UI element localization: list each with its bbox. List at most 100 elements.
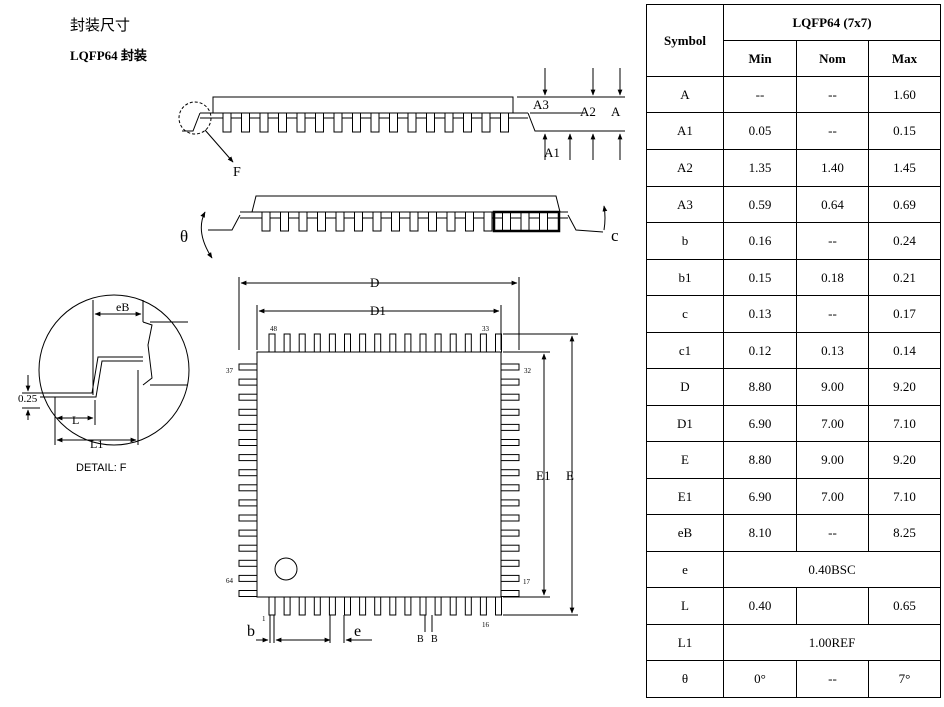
left-edge-lead [238,454,258,462]
front-lead [428,211,437,232]
side-lead [444,112,454,133]
symbol-cell: A3 [646,186,724,223]
symbol-cell: D [646,368,724,406]
max-cell: 1.60 [868,76,941,113]
left-edge-lead [238,574,258,582]
label-e: E [566,468,574,483]
side-lead [389,112,398,133]
right-edge-lead [500,454,520,462]
max-cell: 9.20 [868,368,941,406]
symbol-cell: c1 [646,332,724,369]
left-edge-lead [238,408,258,416]
front-leads [261,211,548,232]
front-lead [502,211,511,232]
side-lead [463,112,472,133]
label-0-25: 0.25 [18,393,38,405]
max-cell: 0.24 [868,222,941,260]
right-edge-lead [500,590,520,597]
label-a: A [611,104,621,119]
right-edge-lead [500,529,520,537]
min-cell: -- [723,76,797,113]
front-lead [465,211,474,232]
side-lead [296,112,306,133]
top-edge-lead [419,333,427,353]
front-lead [391,211,400,232]
symbol-cell: A1 [646,112,724,150]
min-cell: 8.80 [723,368,797,406]
nom-cell: 7.00 [796,478,869,515]
side-lead [352,112,361,133]
symbol-cell: e [646,551,724,588]
min-cell: 0.16 [723,222,797,260]
right-edge-lead [500,469,520,477]
nom-cell: 0.64 [796,186,869,223]
pin-33: 33 [482,325,490,333]
nom-cell: -- [796,514,869,552]
pin-64: 64 [226,577,234,585]
min-cell: 0.12 [723,332,797,369]
left-edge-lead [238,378,258,386]
side-body [212,96,514,114]
max-cell: 0.21 [868,259,941,296]
front-lead [280,211,289,232]
left-edge-lead [238,363,258,371]
min-cell: 0.40 [723,587,797,625]
max-cell: 7° [868,660,941,698]
label-d1: D1 [370,303,386,318]
top-edge-lead [328,333,336,353]
min-cell: 6.90 [723,405,797,442]
label-e1: E1 [536,468,550,483]
max-cell: 0.15 [868,112,941,150]
top-edge-lead [313,333,321,353]
left-edge-lead [238,439,258,446]
page-heading: 封装尺寸 [70,16,131,34]
bottom-edge-lead [479,596,487,616]
nom-cell: -- [796,660,869,698]
detail-f-circle [178,101,212,135]
top-edge-lead [344,333,351,353]
bottom-edge-lead [495,596,502,616]
min-cell: 0.05 [723,112,797,150]
bottom-edge-lead [404,596,412,616]
top-leads [238,333,520,616]
symbol-cell: E [646,441,724,479]
symbol-cell: θ [646,660,724,698]
table-row: A----1.60 [646,76,941,113]
label-theta: θ [180,227,188,246]
right-edge-lead [500,499,520,507]
side-view [178,68,625,163]
front-lead [372,211,382,232]
left-edge-lead [238,499,258,507]
right-edge-lead [500,544,520,552]
right-edge-lead [500,574,520,582]
pin-1: 1 [262,615,266,623]
nom-cell: -- [796,112,869,150]
max-cell: 7.10 [868,405,941,442]
symbol-cell: c [646,295,724,333]
value-cell-spanning: 0.40BSC [723,551,941,588]
side-lead [370,112,380,133]
bottom-edge-lead [283,596,291,616]
top-edge-lead [479,333,487,353]
bottom-edge-lead [359,596,367,616]
front-lead [354,211,363,232]
side-lead [315,112,324,133]
left-edge-lead [238,559,258,567]
nom-cell: 9.00 [796,368,869,406]
label-eb: eB [116,300,129,314]
bottom-edge-lead [328,596,336,616]
nom-cell: -- [796,222,869,260]
right-edge-lead [500,423,520,431]
label-b: b [247,623,255,640]
symbol-cell: A2 [646,149,724,187]
side-lead [333,112,343,133]
